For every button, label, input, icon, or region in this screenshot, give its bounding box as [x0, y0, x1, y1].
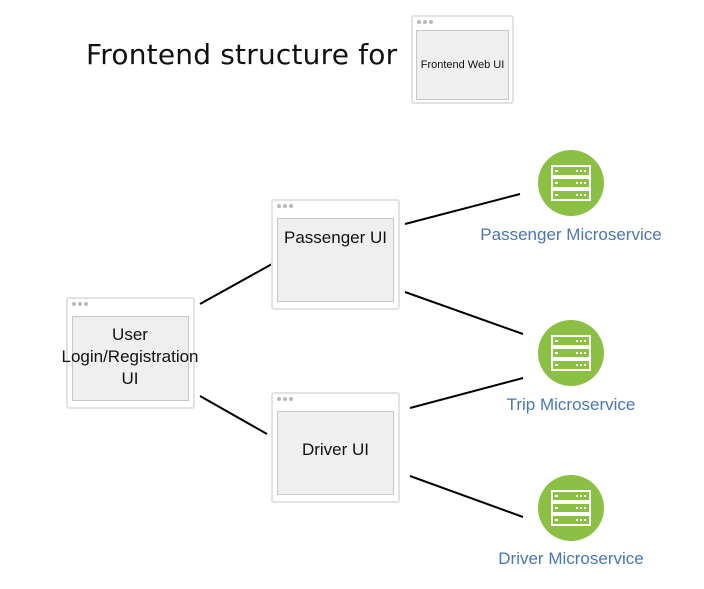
connector-passenger-ui-to-trip-ms: [404, 291, 524, 335]
driver-microservice-label: Driver Microservice: [498, 549, 644, 568]
window-content-area: [277, 411, 394, 495]
login-registration-window: [66, 297, 195, 409]
driver-microservice-icon: [538, 475, 604, 541]
trip-microservice-label: Trip Microservice: [506, 395, 636, 414]
passenger-microservice-icon: [538, 150, 604, 216]
frontend-web-ui-window: Frontend Web UI: [411, 15, 514, 104]
connector-passenger-ui-to-passenger-ms: [404, 193, 521, 225]
window-dots-icon: [417, 20, 433, 24]
window-content-area: [416, 30, 509, 100]
passenger-ui-label: Passenger UI: [284, 228, 387, 247]
diagram-title: Frontend structure for: [86, 38, 398, 71]
window-dots-icon: [277, 397, 293, 401]
driver-ui-label: Driver UI: [301, 440, 370, 459]
connector-driver-ui-to-driver-ms: [409, 475, 524, 518]
connector-login-to-passenger-ui: [199, 263, 273, 305]
server-rack-icon: [551, 165, 591, 201]
login-registration-label: User Login/Registration UI: [61, 324, 199, 388]
frontend-web-ui-label: Frontend Web UI: [420, 59, 505, 71]
window-content-area: [277, 218, 394, 302]
passenger-microservice-label: Passenger Microservice: [480, 225, 662, 244]
driver-ui-window: Driver UI: [271, 392, 400, 503]
trip-microservice-icon: [538, 320, 604, 386]
window-dots-icon: [277, 204, 293, 208]
connector-login-to-driver-ui: [199, 395, 268, 435]
window-content-area: [72, 316, 189, 401]
connector-driver-ui-to-trip-ms: [409, 377, 524, 409]
server-rack-icon: [551, 335, 591, 371]
passenger-ui-window: Passenger UI: [271, 199, 400, 310]
window-dots-icon: [72, 302, 88, 306]
server-rack-icon: [551, 490, 591, 526]
